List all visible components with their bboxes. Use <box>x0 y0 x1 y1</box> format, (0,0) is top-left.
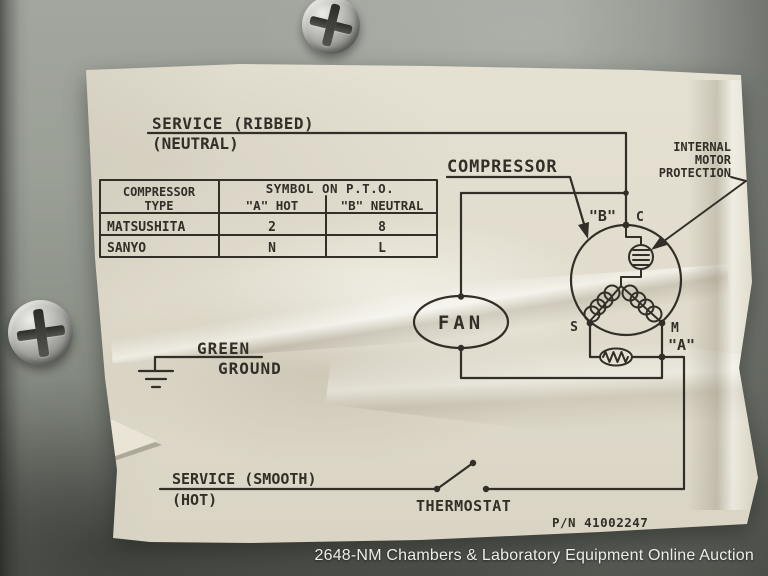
table-cell-type: SANYO <box>107 241 146 256</box>
table-row: SANYO N L <box>107 241 386 256</box>
start-device-wire-left <box>588 321 602 359</box>
protection-callout-line <box>663 176 747 242</box>
motor-protection-label: MOTOR <box>695 153 732 167</box>
phillips-screw-icon <box>302 0 360 54</box>
motor-protection-label: PROTECTION <box>659 166 731 180</box>
terminal-c-label: C <box>636 210 644 225</box>
table-cell-a: 2 <box>268 220 276 235</box>
start-device-coil <box>602 351 629 363</box>
terminal-b-label: "B" <box>589 207 616 225</box>
terminal-m-label: M <box>671 321 679 336</box>
table-header-type: COMPRESSOR <box>123 185 196 199</box>
table-border <box>99 179 438 258</box>
table-header-type: TYPE <box>145 199 174 213</box>
service-neutral-label: SERVICE (RIBBED) <box>152 114 314 133</box>
protection-arrowhead <box>651 236 667 250</box>
table-cell-a: N <box>268 241 276 256</box>
main-winding-coil <box>621 284 663 323</box>
green-ground-label: GROUND <box>218 359 282 378</box>
green-ground-label: GREEN <box>197 339 250 358</box>
table-cell-type: MATSUSHITA <box>107 220 185 235</box>
protector-lead <box>625 225 642 246</box>
auction-watermark-text: 2648-NM Chambers & Laboratory Equipment … <box>314 547 754 564</box>
compressor-callout-line <box>445 175 586 226</box>
phillips-screw-icon <box>8 300 73 365</box>
table-cell-b: L <box>378 241 386 256</box>
service-hot-label: (HOT) <box>172 491 217 509</box>
thermostat-switch-blade <box>435 461 475 491</box>
terminal-s-label: S <box>570 320 578 335</box>
fan-label: FAN <box>438 312 484 334</box>
junction-dot <box>623 190 629 196</box>
protector-element-bars <box>632 249 650 266</box>
start-winding-coil <box>583 284 621 323</box>
fan-top-terminal-dot <box>457 293 465 300</box>
ground-symbol <box>137 369 175 389</box>
service-hot-label: SERVICE (SMOOTH) <box>172 470 317 488</box>
compressor-arrowhead <box>578 222 589 239</box>
table-header-b-neutral: "B" NEUTRAL <box>341 198 424 213</box>
table-cell-b: 8 <box>378 220 386 235</box>
table-header-symbol: SYMBOL ON P.T.O. <box>266 181 394 196</box>
table-row: MATSUSHITA 2 8 <box>107 220 386 235</box>
table-grid-lines <box>99 179 438 258</box>
motor-protection-label: INTERNAL <box>673 140 731 154</box>
start-device-wire-right <box>630 321 664 359</box>
compressor-label: COMPRESSOR <box>447 157 557 177</box>
terminal-a-label: "A" <box>668 336 695 354</box>
compressor-table: COMPRESSOR TYPE SYMBOL ON P.T.O. "A" HOT… <box>99 179 438 258</box>
table-header-a-hot: "A" HOT <box>246 198 299 213</box>
protector-to-windings-lead <box>620 268 642 287</box>
hot-a-wire <box>660 355 686 491</box>
part-number: P/N 41002247 <box>552 515 648 530</box>
service-neutral-label: (NEUTRAL) <box>152 134 239 153</box>
fan-bottom-wire <box>459 346 664 380</box>
thermostat-label: THERMOSTAT <box>416 497 511 515</box>
ground-wire <box>153 355 264 373</box>
thermostat-blade-tip-dot <box>469 459 477 467</box>
winding-axis-lines <box>589 285 661 322</box>
